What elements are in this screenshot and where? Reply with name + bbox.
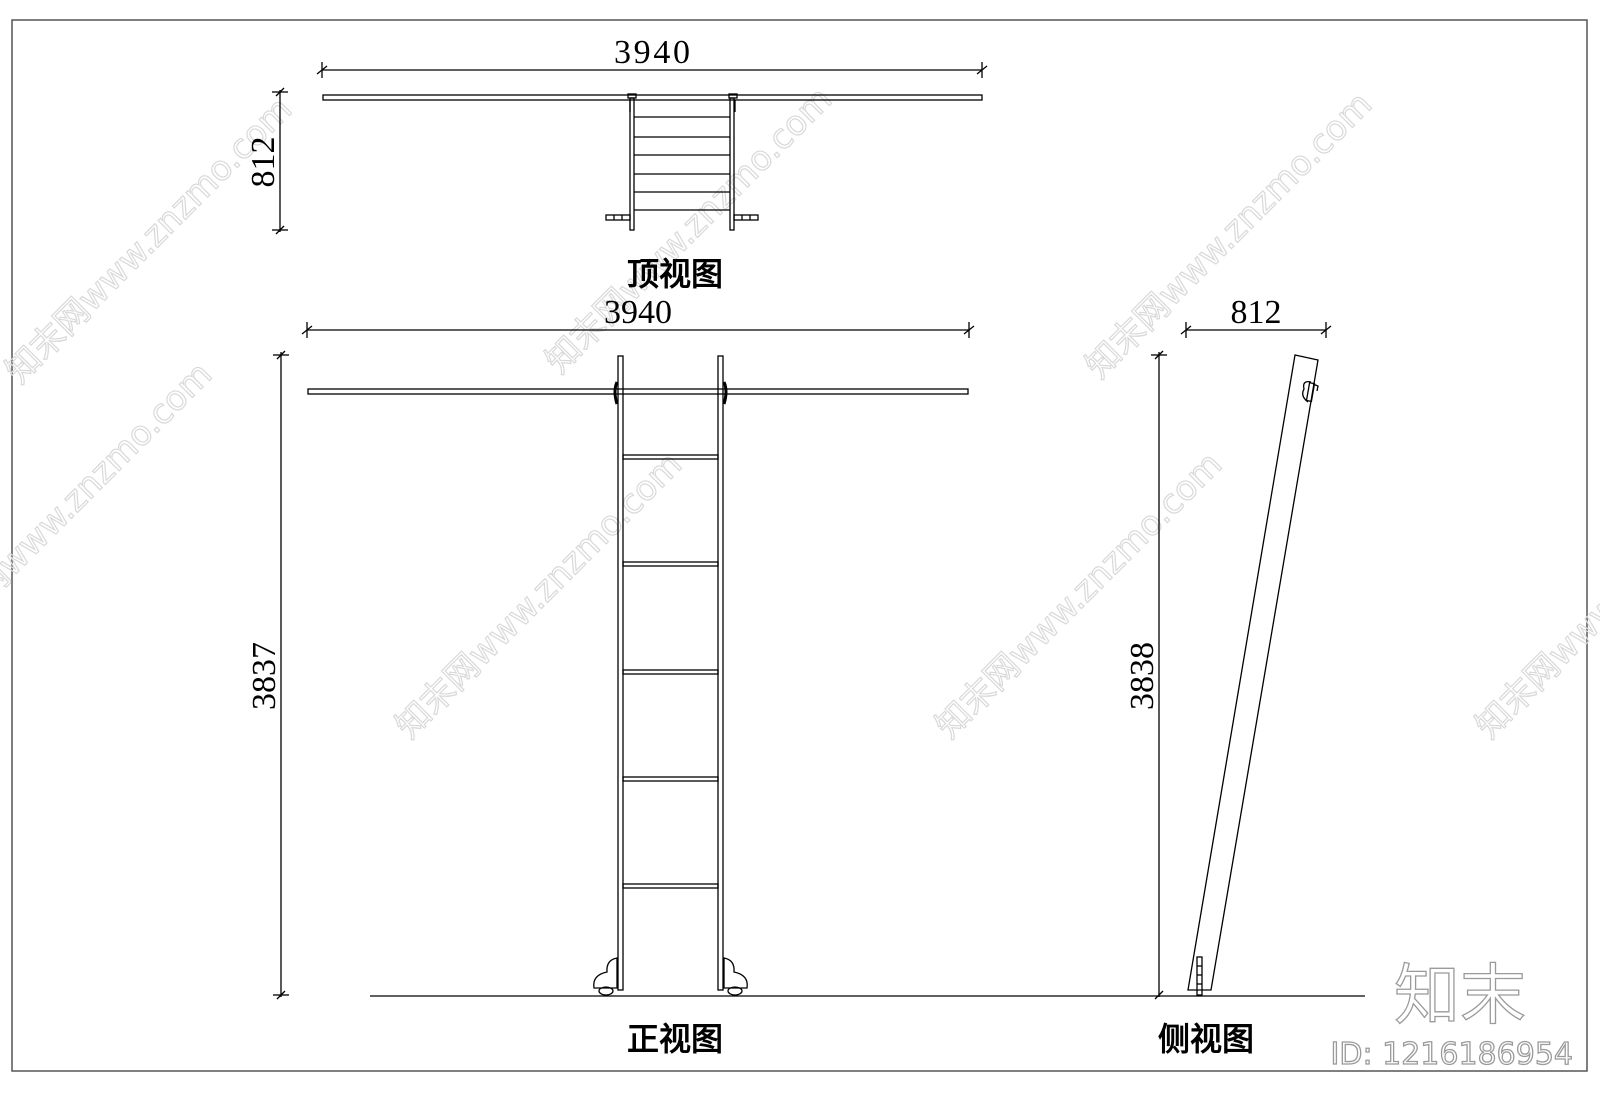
brand-watermark: 知末 <box>1394 957 1526 1034</box>
side-ladder-stile <box>1187 354 1319 991</box>
watermark-text: 知末网www.znzmo.com <box>1078 84 1380 386</box>
watermark-text: 知末网www.znzmo.com <box>0 89 300 391</box>
top-depth-dimension <box>272 87 288 235</box>
left-wheel-housing <box>593 957 618 989</box>
top-view-title: 顶视图 <box>627 255 723 293</box>
watermark-text: 知末网www.znzmo.com <box>538 79 840 381</box>
watermark-text: 知末网www.znzmo.com <box>0 354 220 656</box>
watermark-text: 知末网www.znzmo.com <box>388 444 690 746</box>
top-left-stile <box>629 97 635 231</box>
front-width-dimension <box>301 322 975 338</box>
top-depth-label: 812 <box>245 137 282 188</box>
front-right-stile <box>717 355 724 991</box>
top-rail <box>322 94 983 101</box>
front-view <box>273 322 1365 1000</box>
top-view <box>272 62 988 235</box>
front-rail <box>307 388 969 395</box>
watermark-text: 知末网www.znzmo.com <box>1468 444 1600 746</box>
side-wheel-post <box>1196 956 1203 996</box>
watermark-text: 知末网www.znzmo.com <box>928 444 1230 746</box>
top-width-label: 3940 <box>614 34 690 71</box>
side-height-dimension <box>1151 350 1167 1000</box>
drawing-frame <box>11 19 1588 1072</box>
id-watermark: ID: 1216186954 <box>1331 1037 1573 1072</box>
front-height-dimension <box>273 350 289 1000</box>
side-view <box>1151 322 1332 1000</box>
diagonal-watermarks: 知末网www.znzmo.com 知末网www.znzmo.com 知末网www… <box>0 79 1600 747</box>
front-height-label: 3837 <box>246 642 283 710</box>
side-depth-label: 812 <box>1231 294 1282 331</box>
side-depth-dimension <box>1180 322 1332 338</box>
side-height-label: 3838 <box>1124 642 1161 710</box>
front-left-stile <box>617 355 624 991</box>
front-view-title: 正视图 <box>627 1020 723 1058</box>
right-wheel-housing <box>723 957 748 989</box>
side-view-title: 侧视图 <box>1158 1020 1254 1058</box>
top-width-dimension <box>316 62 988 78</box>
front-width-label: 3940 <box>604 294 672 331</box>
top-right-stile <box>729 97 735 231</box>
